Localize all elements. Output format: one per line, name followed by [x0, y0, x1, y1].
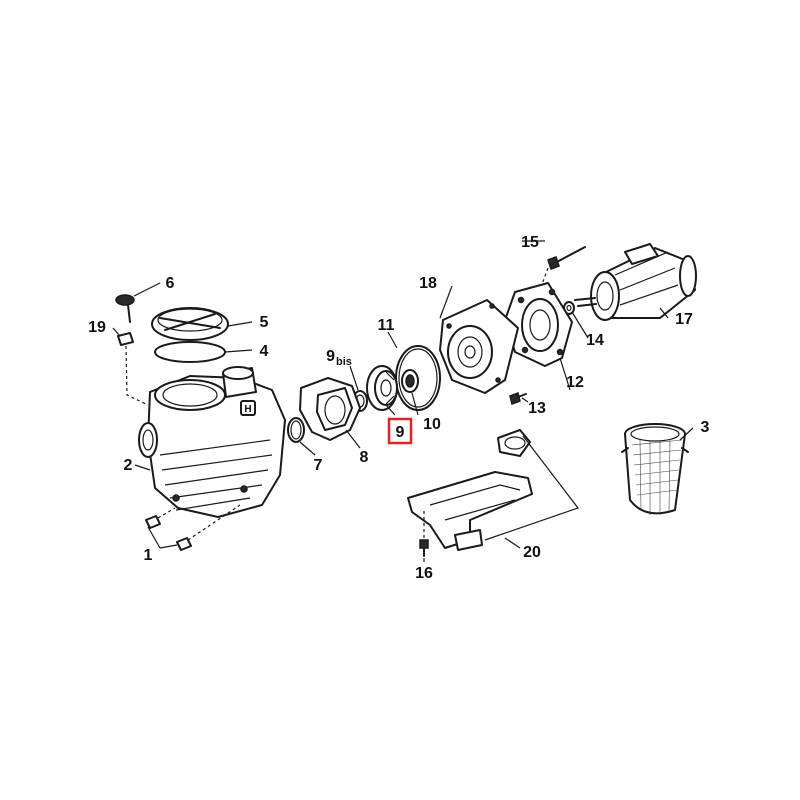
part-pump-housing: H [138, 366, 286, 518]
label-part-9bis: 9bis [326, 348, 352, 368]
part-lid-gasket [154, 341, 226, 363]
part-lid [151, 307, 229, 341]
label-part-14: 14 [586, 332, 604, 349]
label-part-20: 20 [523, 544, 541, 561]
part-motor-base [407, 429, 533, 551]
part-diffuser [299, 377, 361, 441]
part-housing-plate [439, 299, 519, 394]
label-part-16: 16 [415, 565, 433, 582]
part-seal [401, 369, 419, 393]
label-part-11: 11 [378, 317, 395, 334]
label-part-15: 15 [521, 234, 539, 251]
part-long-bolt [547, 246, 586, 270]
highlight-box-part-9 [387, 417, 413, 445]
label-part-3: 3 [701, 419, 710, 436]
label-part-13: 13 [528, 400, 546, 417]
label-part-19: 19 [88, 319, 106, 336]
label-part-5: 5 [260, 314, 269, 331]
label-part-17: 17 [675, 311, 693, 328]
part-impeller [366, 365, 398, 411]
label-part-6: 6 [166, 275, 175, 292]
part-base-screw [419, 539, 429, 557]
part-oring [287, 417, 305, 443]
label-part-18: 18 [419, 275, 437, 292]
part-vent-knob [115, 294, 135, 323]
label-part-7: 7 [314, 457, 323, 474]
label-part-4: 4 [260, 343, 269, 360]
part-seal-plate [504, 282, 573, 367]
label-part-2: 2 [124, 457, 133, 474]
label-part-8: 8 [360, 449, 369, 466]
label-part-12: 12 [566, 374, 584, 391]
label-part-9: 9 [396, 424, 405, 441]
svg-text:H: H [244, 404, 251, 415]
part-drain-plugs [145, 515, 192, 551]
part-strainer-basket [621, 423, 689, 515]
part-small-plug [117, 332, 134, 346]
part-small-screw [509, 392, 527, 405]
label-part-10: 10 [423, 416, 441, 433]
label-part-1: 1 [144, 547, 153, 564]
part-motor [574, 243, 697, 321]
